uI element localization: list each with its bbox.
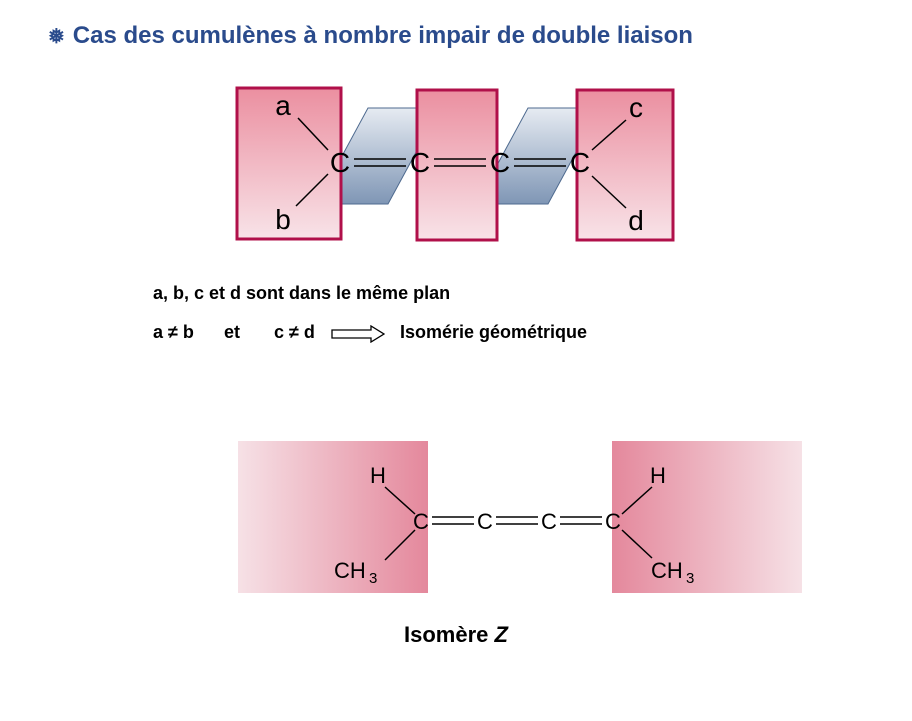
- bond-a: [297, 117, 329, 151]
- statement-plane: a, b, c et d sont dans le même plan: [153, 283, 451, 303]
- svg-text:3: 3: [686, 570, 694, 587]
- double-bond-2: [434, 158, 486, 167]
- svg-text:CH: CH: [334, 558, 366, 583]
- svg-text:CH: CH: [651, 558, 683, 583]
- double-bond-3: [514, 158, 566, 167]
- bond-c: [591, 119, 627, 151]
- z-double-bond-3: [560, 516, 602, 525]
- atom-C4: C: [570, 147, 590, 178]
- double-bond-1: [354, 158, 406, 167]
- z-atom-C4: C: [605, 509, 621, 534]
- snowflake-bullet-icon: ❅: [48, 26, 65, 48]
- z-H-left: H: [370, 463, 386, 488]
- caption-z: Z: [494, 622, 508, 647]
- bond-CH3-left: [384, 529, 416, 561]
- box-middle: [415, 88, 499, 242]
- z-isomer-diagram: C C C C H H CH 3 CH 3: [238, 441, 802, 593]
- a-neq-b: a ≠ b: [153, 322, 194, 342]
- bond-d: [591, 175, 627, 209]
- z-atom-C2: C: [477, 509, 493, 534]
- box-left: [235, 86, 343, 241]
- z-CH3-right: CH 3: [651, 558, 694, 587]
- z-atom-C3: C: [541, 509, 557, 534]
- et-word: et: [224, 322, 241, 342]
- label-a: a: [275, 90, 291, 121]
- box-right: [575, 88, 675, 242]
- z-CH3-left: CH 3: [334, 558, 377, 587]
- cumulene-planes-diagram: C C C C a b c d: [235, 86, 675, 242]
- bond-b: [295, 173, 329, 207]
- caption-prefix: Isomère: [404, 622, 495, 647]
- page-title: ❅ Cas des cumulènes à nombre impair de do…: [48, 22, 693, 50]
- z-atom-C1: C: [413, 509, 429, 534]
- atom-C3: C: [490, 147, 510, 178]
- shade-right: [612, 441, 802, 593]
- c-neq-d: c ≠ d: [274, 322, 315, 342]
- bond-H-left: [384, 486, 416, 515]
- label-c: c: [629, 92, 643, 123]
- bond-H-right: [621, 486, 653, 515]
- svg-text:3: 3: [369, 570, 377, 587]
- isomerie-geometrique: Isomérie géométrique: [400, 322, 588, 342]
- atom-C2: C: [410, 147, 430, 178]
- atom-C1: C: [330, 147, 350, 178]
- z-H-right: H: [650, 463, 666, 488]
- label-b: b: [275, 204, 291, 235]
- isomer-caption: Isomère Z: [0, 622, 912, 648]
- z-double-bond-1: [432, 516, 474, 525]
- z-double-bond-2: [496, 516, 538, 525]
- label-d: d: [628, 205, 644, 236]
- statement-isomerism: a ≠ b et c ≠ d Isomérie géométrique: [0, 322, 912, 346]
- bond-CH3-right: [621, 529, 653, 559]
- title-text: Cas des cumulènes à nombre impair de dou…: [72, 22, 693, 49]
- implies-arrow-icon: [331, 325, 385, 343]
- shade-left: [238, 441, 428, 593]
